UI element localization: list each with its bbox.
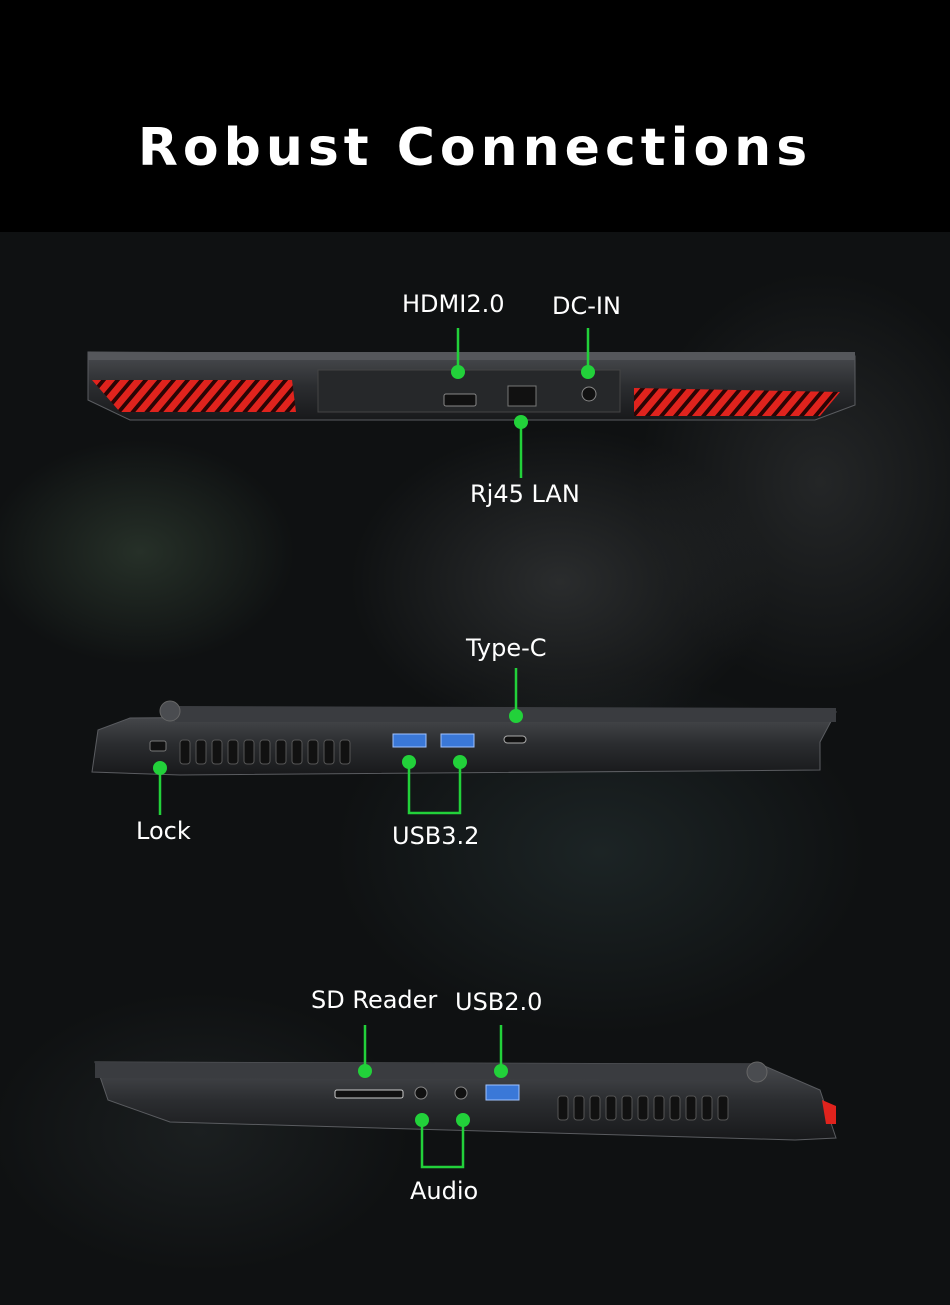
- rj45-port: [507, 385, 537, 407]
- label-audio: Audio: [410, 1177, 479, 1205]
- audio-jack-1: [414, 1086, 428, 1100]
- label-usb20: USB2.0: [455, 988, 543, 1016]
- callout-lines: [158, 328, 590, 1169]
- header-band: [0, 0, 950, 232]
- left-red-vent: [92, 380, 296, 412]
- right-side-vents: [557, 1095, 729, 1121]
- dc-in-port: [581, 386, 597, 402]
- label-sd-reader: SD Reader: [311, 986, 438, 1014]
- usb20-port: [485, 1084, 520, 1101]
- laptop-left-side-view: [91, 700, 837, 776]
- usb32-port-2: [440, 733, 475, 748]
- hdmi-port: [443, 393, 477, 407]
- label-type-c: Type-C: [466, 634, 547, 662]
- left-side-vents: [179, 739, 351, 765]
- label-usb32: USB3.2: [392, 822, 480, 850]
- label-dc-in: DC-IN: [552, 292, 621, 320]
- label-rj45-lan: Rj45 LAN: [470, 480, 580, 508]
- usb32-port-1: [392, 733, 427, 748]
- label-hdmi: HDMI2.0: [402, 290, 505, 318]
- sd-reader-slot: [334, 1089, 404, 1099]
- right-red-vent: [634, 388, 840, 416]
- lock-slot: [149, 740, 167, 752]
- laptop-back-view: [87, 351, 856, 421]
- type-c-port: [503, 735, 527, 744]
- callout-dots: [153, 365, 595, 1127]
- audio-jack-2: [454, 1086, 468, 1100]
- label-lock: Lock: [136, 817, 191, 845]
- laptop-right-side-view: [94, 1061, 837, 1141]
- page-title: Robust Connections: [137, 118, 813, 178]
